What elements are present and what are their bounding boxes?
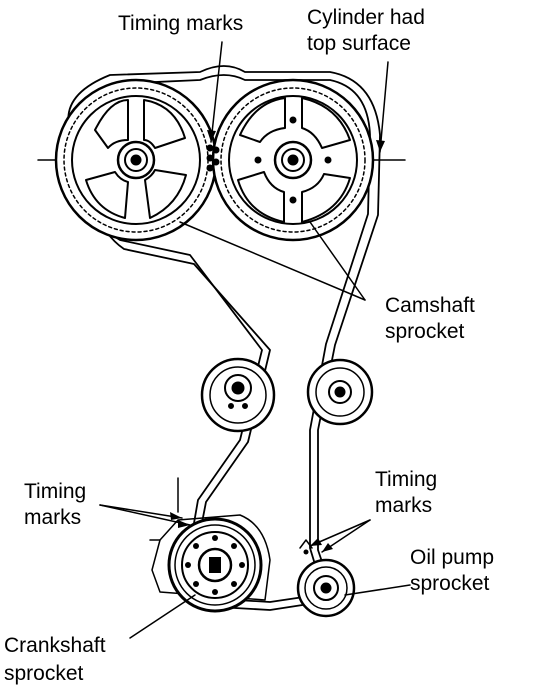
crankshaft-timing-marks xyxy=(149,477,179,541)
label-oil-pump-line1: Oil pump xyxy=(410,546,495,569)
label-camshaft-line2: sprocket xyxy=(385,320,465,343)
label-crankshaft-line1: Crankshaft xyxy=(4,634,106,657)
label-timing-marks-right-line2: marks xyxy=(375,494,433,517)
label-timing-marks-top: Timing marks xyxy=(118,12,244,35)
idler-pulley xyxy=(306,358,374,426)
label-crankshaft-line2: sprocket xyxy=(4,662,84,685)
left-camshaft-sprocket xyxy=(54,78,218,242)
label-timing-marks-left-line2: marks xyxy=(24,506,82,529)
oil-pump-sprocket xyxy=(296,558,356,618)
label-camshaft-line1: Camshaft xyxy=(385,294,475,317)
camshaft-timing-marks xyxy=(206,144,220,172)
label-oil-pump-line2: sprocket xyxy=(410,572,490,595)
label-timing-marks-left-line1: Timing xyxy=(24,480,87,503)
tensioner-pulley xyxy=(200,357,276,433)
label-timing-marks-right-line1: Timing xyxy=(375,468,438,491)
crankshaft-sprocket xyxy=(151,514,271,613)
right-camshaft-sprocket xyxy=(211,78,375,242)
arrowheads xyxy=(170,130,385,552)
label-cylinder-line2: top surface xyxy=(307,32,411,55)
label-cylinder-line1: Cylinder had xyxy=(307,6,425,29)
